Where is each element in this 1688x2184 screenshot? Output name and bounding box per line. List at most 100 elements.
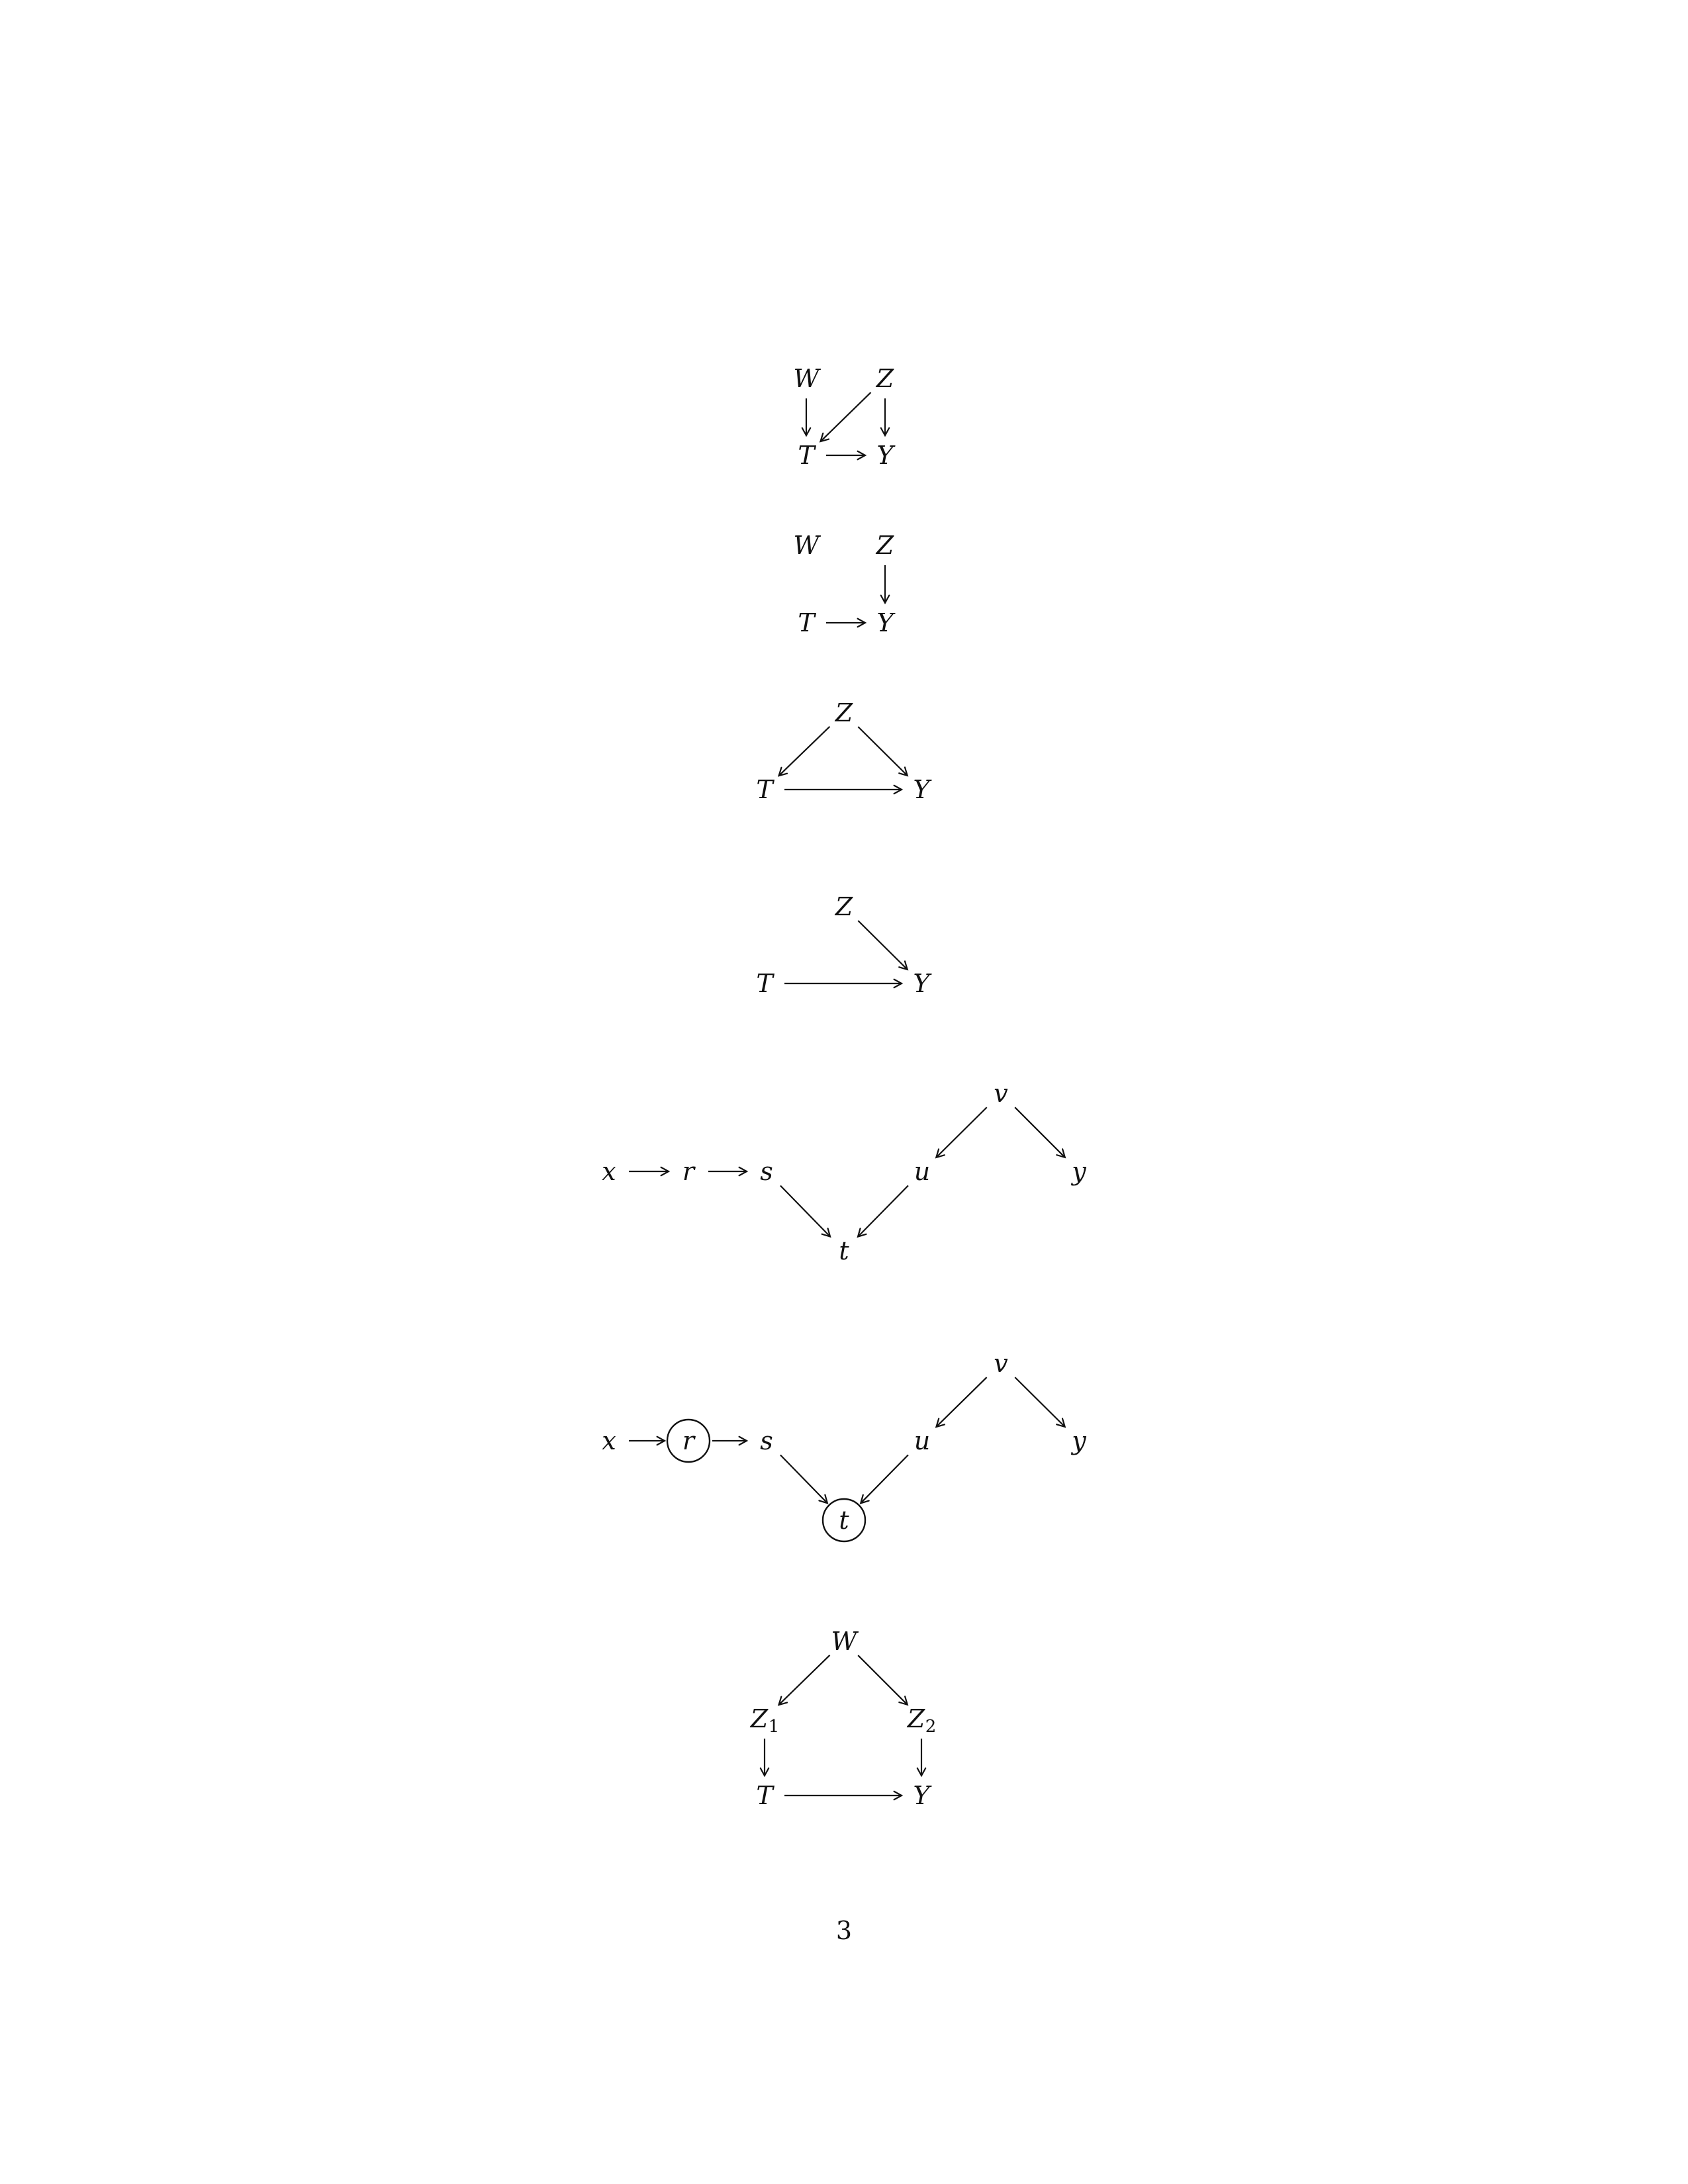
arrowhead xyxy=(935,1148,945,1159)
node-s: s xyxy=(760,1157,773,1186)
arrowhead xyxy=(935,1418,945,1428)
edge-u-to-t xyxy=(857,1185,909,1238)
edge-t-to-y xyxy=(826,450,867,461)
node-label: T xyxy=(798,441,816,470)
edge-z2-to-y xyxy=(916,1739,927,1778)
edge-z-to-y xyxy=(857,726,909,777)
page-number: 3 xyxy=(836,1916,852,1945)
node-label: u xyxy=(914,1426,930,1455)
node-label: t xyxy=(839,1506,849,1535)
node-y: y xyxy=(1070,1157,1086,1186)
edge-v-to-y xyxy=(1014,1377,1066,1428)
node-z: Z xyxy=(835,698,853,727)
node-label: s xyxy=(760,1426,773,1455)
node-t: T xyxy=(756,969,774,998)
node-label: Y xyxy=(913,969,932,998)
edge-r-to-s xyxy=(708,1166,749,1177)
arrowhead xyxy=(819,432,830,443)
node-label: Y xyxy=(913,775,932,804)
edge-x-to-r xyxy=(629,1435,667,1446)
arrowhead xyxy=(759,1767,770,1778)
node-label: r xyxy=(682,1426,696,1455)
node-label: v xyxy=(994,1079,1008,1108)
node-r: r xyxy=(682,1157,696,1186)
node-z: Z xyxy=(835,892,853,921)
edge-x-to-r xyxy=(629,1166,671,1177)
node-label: Z xyxy=(750,1704,769,1733)
edge-s-to-t xyxy=(780,1454,829,1504)
node-w: W xyxy=(793,364,821,393)
node-t: t xyxy=(839,1236,849,1265)
arrowhead xyxy=(857,617,867,628)
arrowhead xyxy=(777,766,788,777)
node-label: r xyxy=(682,1157,696,1186)
arrowhead xyxy=(738,1166,749,1177)
node-label: x xyxy=(602,1426,616,1455)
edge-v-to-u xyxy=(935,1377,988,1428)
edge-t-to-y xyxy=(826,617,867,628)
edge-u-to-t xyxy=(859,1454,909,1504)
node-label: W xyxy=(793,531,821,560)
node-r: r xyxy=(666,1418,711,1463)
node-label: y xyxy=(1070,1157,1086,1186)
node-w: W xyxy=(793,531,821,560)
node-subscript: 2 xyxy=(925,1717,937,1737)
edge-t-to-y xyxy=(784,1790,904,1801)
causal-diagram-5: x r s t u v y xyxy=(602,1079,1086,1265)
arrowhead xyxy=(777,1696,788,1706)
node-label: Y xyxy=(876,608,896,637)
node-y: Y xyxy=(913,1781,932,1810)
edge-z-to-y xyxy=(880,565,890,605)
conditioning-circle xyxy=(821,1498,867,1543)
node-y: y xyxy=(1070,1426,1086,1455)
causal-diagram-3: Z T Y xyxy=(756,698,932,804)
arrowhead xyxy=(916,1767,927,1778)
arrowhead xyxy=(898,766,909,777)
node-x: x xyxy=(602,1157,616,1186)
edge-z-to-t xyxy=(819,392,872,443)
arrowhead xyxy=(660,1166,671,1177)
edge-z-to-y xyxy=(857,920,909,971)
node-label: Y xyxy=(913,1781,932,1810)
node-label: T xyxy=(756,775,774,804)
node-t: T xyxy=(798,608,816,637)
edge-w-to-z1 xyxy=(777,1655,831,1706)
edge-v-to-u xyxy=(935,1107,988,1159)
arrowhead xyxy=(893,1790,904,1801)
node-label: W xyxy=(831,1627,859,1656)
node-z: Z xyxy=(876,531,894,560)
edge-s-to-t xyxy=(780,1185,831,1238)
node-t: t xyxy=(821,1498,867,1543)
edge-z-to-t xyxy=(777,726,831,777)
arrowhead xyxy=(859,1494,870,1504)
node-y: Y xyxy=(913,969,932,998)
arrowhead xyxy=(857,450,867,461)
node-label: v xyxy=(994,1349,1008,1378)
node-label: t xyxy=(839,1236,849,1265)
causal-diagram-2: W Z T Y xyxy=(793,531,896,637)
node-t: T xyxy=(756,1781,774,1810)
node-w: W xyxy=(831,1627,859,1656)
arrowhead xyxy=(818,1494,829,1504)
edge-w-to-z2 xyxy=(857,1655,909,1706)
node-label: W xyxy=(793,364,821,393)
node-t: T xyxy=(756,775,774,804)
arrowhead xyxy=(821,1227,831,1238)
arrowhead xyxy=(1056,1418,1066,1428)
node-label: T xyxy=(756,969,774,998)
node-u: u xyxy=(914,1157,930,1186)
node-label: y xyxy=(1070,1426,1086,1455)
node-x: x xyxy=(602,1426,616,1455)
arrowhead xyxy=(893,978,904,989)
arrowhead xyxy=(1056,1148,1066,1159)
node-v: v xyxy=(994,1349,1008,1378)
node-label: x xyxy=(602,1157,616,1186)
arrowhead xyxy=(801,427,812,437)
edge-v-to-y xyxy=(1014,1107,1066,1159)
causal-diagram-4: Z T Y xyxy=(756,892,932,998)
arrowhead xyxy=(893,784,904,795)
node-label: Z xyxy=(835,698,853,727)
